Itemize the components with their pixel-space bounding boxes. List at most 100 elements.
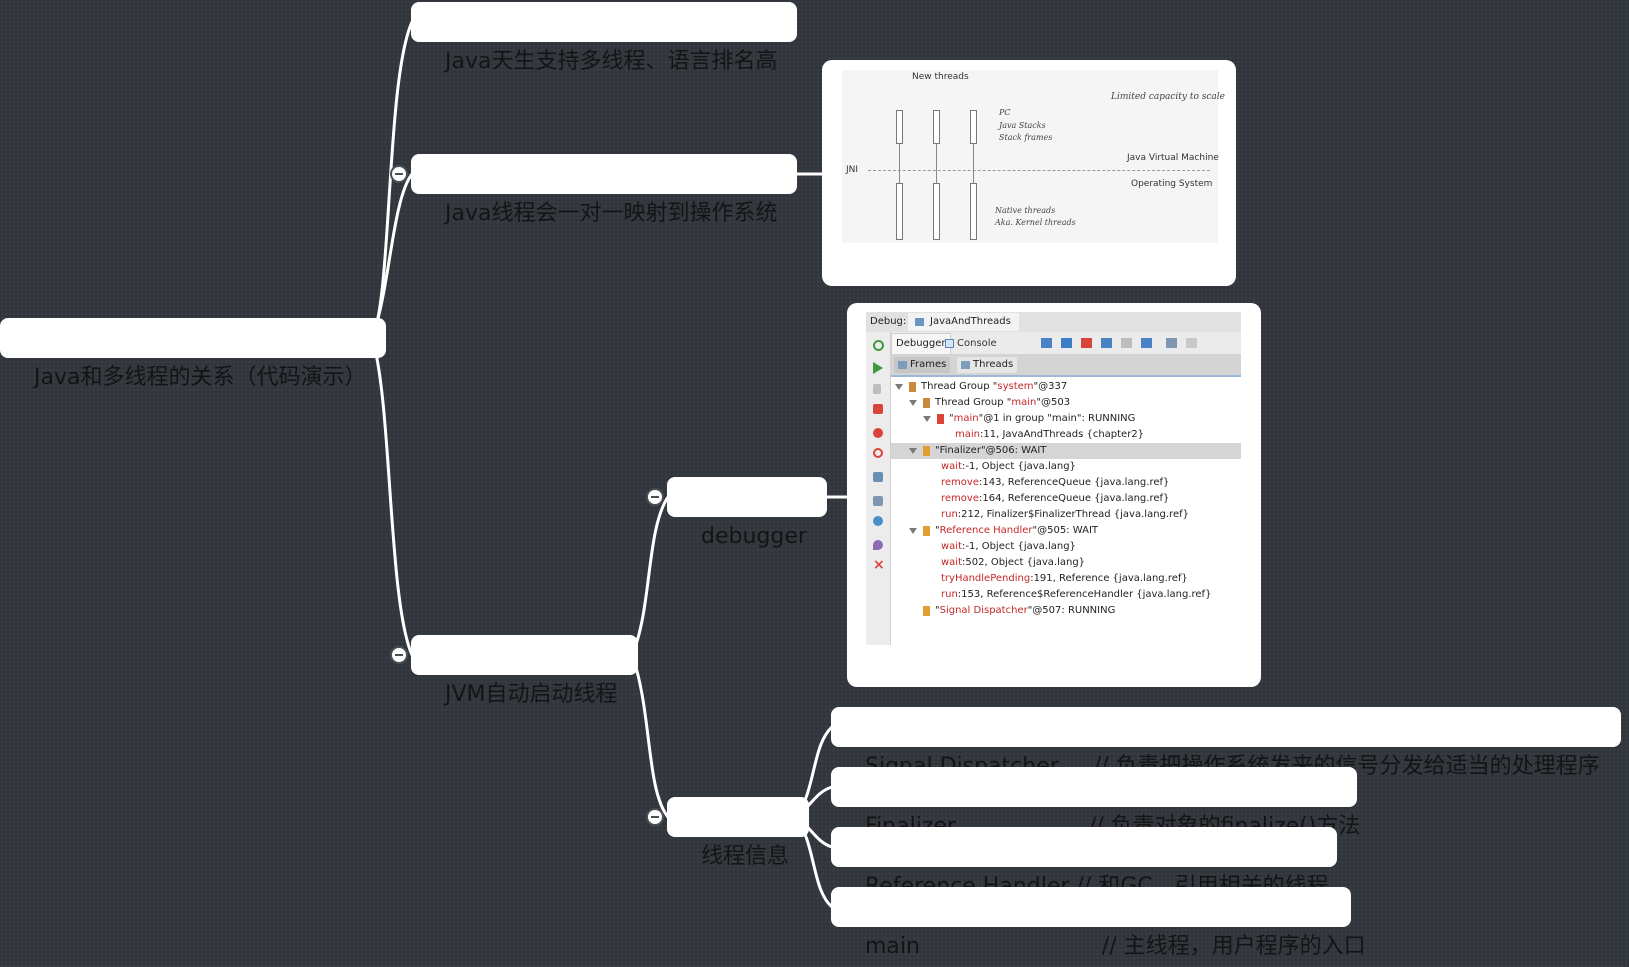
jvm-label: Java Virtual Machine — [1127, 153, 1219, 163]
thread-tree-text: "Finalizer"@506: WAIT — [935, 443, 1046, 459]
collapse-toggle-icon[interactable] — [390, 646, 408, 664]
pin-icon[interactable] — [873, 540, 883, 550]
run-to-cursor-icon[interactable] — [1141, 338, 1152, 348]
jni-boundary-line — [868, 170, 1210, 171]
frames-threads-bar: Frames Threads — [891, 355, 1241, 377]
settings-icon[interactable] — [873, 516, 883, 526]
branch-label: Java天生支持多线程、语言排名高 — [445, 49, 778, 74]
row-text-plain: "@337 — [1033, 381, 1068, 392]
limited-capacity-label: Limited capacity to scale — [1111, 92, 1225, 102]
thread-tree-row[interactable]: "Finalizer"@506: WAIT — [891, 443, 1241, 459]
debug-side-toolbar: × — [866, 332, 891, 645]
expand-arrow-icon[interactable] — [909, 448, 917, 454]
row-text-plain: :212, Finalizer$FinalizerThread {java.la… — [957, 509, 1189, 520]
ide-debugger-panel: Debug: JavaAndThreads × Debugger Console… — [866, 312, 1241, 645]
stop-icon[interactable] — [873, 404, 883, 414]
threads-tab[interactable]: Threads — [957, 357, 1018, 373]
row-text-plain: :-1, Object {java.lang} — [962, 541, 1076, 552]
camera-icon[interactable] — [873, 472, 883, 482]
collapse-toggle-icon[interactable] — [390, 165, 408, 183]
thread-tree-text: "Reference Handler"@505: WAIT — [935, 523, 1098, 539]
expand-arrow-icon[interactable] — [909, 528, 917, 534]
java-thread-bar — [896, 110, 903, 144]
thread-tree-row[interactable]: remove:164, ReferenceQueue {java.lang.re… — [891, 491, 1241, 507]
thread-tree-row[interactable]: "Signal Dispatcher"@507: RUNNING — [891, 603, 1241, 619]
thread-tree-text: run:212, Finalizer$FinalizerThread {java… — [941, 507, 1189, 523]
row-text-plain: "@503 — [1036, 397, 1071, 408]
row-text-highlight: run — [941, 509, 958, 520]
thread-tree-text: wait:-1, Object {java.lang} — [941, 459, 1076, 475]
thread-icon — [923, 526, 930, 536]
row-text-highlight: remove — [941, 477, 979, 488]
row-text-plain: "@507: RUNNING — [1027, 605, 1116, 616]
frames-tab[interactable]: Frames — [894, 357, 951, 373]
expand-arrow-icon[interactable] — [923, 416, 931, 422]
thread-tree-row[interactable]: "main"@1 in group "main": RUNNING — [891, 411, 1241, 427]
thread-tree-row[interactable]: Thread Group "system"@337 — [891, 379, 1241, 395]
thread-info-item[interactable]: Signal Dispatcher // 负责把操作系统发来的信号分发给适当的处… — [831, 707, 1621, 779]
row-text-plain: "@1 in group "main": RUNNING — [978, 413, 1136, 424]
step-over-icon[interactable] — [1041, 338, 1052, 348]
mute-breakpoints-icon[interactable] — [873, 448, 883, 458]
thread-tree-text: Thread Group "main"@503 — [935, 395, 1070, 411]
row-text-plain: :153, Reference$ReferenceHandler {java.l… — [957, 589, 1212, 600]
node-label: 线程信息 — [701, 844, 790, 869]
console-tab[interactable]: Console — [943, 334, 997, 354]
branch-java-multithread-support[interactable]: Java天生支持多线程、语言排名高 — [411, 2, 798, 74]
layout-icon[interactable] — [873, 496, 883, 506]
node-thread-info[interactable]: 线程信息 — [667, 797, 810, 869]
thread-tree-row[interactable]: run:153, Reference$ReferenceHandler {jav… — [891, 587, 1241, 603]
pause-icon[interactable] — [873, 384, 881, 394]
branch-thread-os-mapping[interactable]: Java线程会一对一映射到操作系统 — [411, 154, 798, 226]
new-threads-label: New threads — [912, 72, 969, 82]
thread-tree-row[interactable]: remove:143, ReferenceQueue {java.lang.re… — [891, 475, 1241, 491]
root-node[interactable]: Java和多线程的关系（代码演示） — [0, 318, 387, 390]
thread-tree-row[interactable]: "Reference Handler"@505: WAIT — [891, 523, 1241, 539]
trace-icon[interactable] — [1186, 338, 1197, 348]
step-into-icon[interactable] — [1061, 338, 1072, 348]
thread-info-item[interactable]: main // 主线程，用户程序的入口 — [831, 887, 1366, 959]
thread-icon — [923, 398, 930, 408]
resume-icon[interactable] — [873, 362, 883, 374]
root-label: Java和多线程的关系（代码演示） — [34, 365, 367, 390]
native-thread-bar — [970, 183, 977, 240]
thread-tree-row[interactable]: main:11, JavaAndThreads {chapter2} — [891, 427, 1241, 443]
node-debugger[interactable]: debugger — [667, 477, 827, 549]
jni-label: JNI — [846, 165, 859, 175]
row-text-highlight: main — [955, 429, 980, 440]
row-text-plain: :-1, Object {java.lang} — [962, 461, 1076, 472]
native-thread-bar — [933, 183, 940, 240]
rerun-icon[interactable] — [873, 340, 884, 351]
thread-tree-text: remove:143, ReferenceQueue {java.lang.re… — [941, 475, 1169, 491]
close-icon[interactable]: × — [873, 557, 885, 573]
row-text-plain: Thread Group " — [921, 381, 998, 392]
drop-frame-icon[interactable] — [1121, 338, 1132, 348]
row-text-plain: :143, ReferenceQueue {java.lang.ref} — [978, 477, 1170, 488]
thread-tree-row[interactable]: run:212, Finalizer$FinalizerThread {java… — [891, 507, 1241, 523]
debugger-tab[interactable]: Debugger — [891, 333, 951, 354]
collapse-toggle-icon[interactable] — [646, 808, 664, 826]
thread-tree-row[interactable]: wait:-1, Object {java.lang} — [891, 459, 1241, 475]
thread-tree-text: "Signal Dispatcher"@507: RUNNING — [935, 603, 1115, 619]
expand-arrow-icon[interactable] — [895, 384, 903, 390]
branch-label: Java线程会一对一映射到操作系统 — [445, 201, 778, 226]
expand-arrow-icon[interactable] — [909, 400, 917, 406]
run-config-tab[interactable]: JavaAndThreads — [908, 313, 1019, 331]
node-label: debugger — [701, 524, 807, 549]
breakpoints-icon[interactable] — [873, 428, 883, 438]
thread-tree-row[interactable]: tryHandlePending:191, Reference {java.la… — [891, 571, 1241, 587]
evaluate-icon[interactable] — [1166, 338, 1177, 348]
mindmap-links — [370, 20, 850, 909]
branch-jvm-auto-threads[interactable]: JVM自动启动线程 — [411, 635, 638, 707]
debugger-tabs-bar: Debugger Console — [891, 332, 1241, 355]
thread-tree-row[interactable]: wait:-1, Object {java.lang} — [891, 539, 1241, 555]
force-step-into-icon[interactable] — [1081, 338, 1092, 348]
thread-tree-text: Thread Group "system"@337 — [921, 379, 1067, 395]
thread-tree-row[interactable]: Thread Group "main"@503 — [891, 395, 1241, 411]
thread-info-item[interactable]: Finalizer // 负责对象的finalize()方法 — [831, 767, 1360, 839]
thread-tree-row[interactable]: wait:502, Object {java.lang} — [891, 555, 1241, 571]
thread-info-item[interactable]: Reference Handler // 和GC、引用相关的线程 — [831, 827, 1337, 899]
step-out-icon[interactable] — [1101, 338, 1112, 348]
collapse-toggle-icon[interactable] — [646, 488, 664, 506]
